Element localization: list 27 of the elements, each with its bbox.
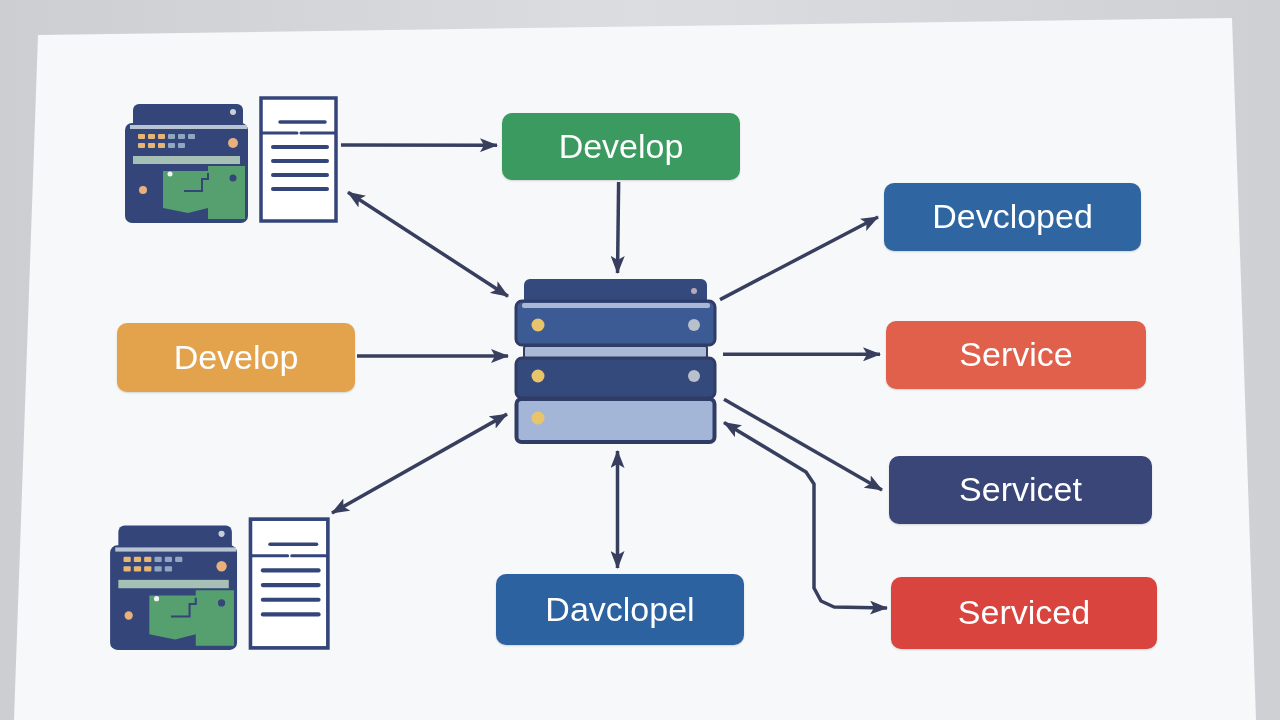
node-label: Develop	[173, 337, 299, 378]
rounded-box	[496, 574, 744, 645]
double-headed-arrow	[331, 412, 508, 515]
double-headed-arrow	[347, 190, 509, 298]
node-label: Service	[959, 335, 1073, 375]
rounded-box	[502, 113, 740, 180]
server-and-document-illustration	[107, 516, 332, 650]
rounded-box	[891, 577, 1157, 649]
arrow	[341, 138, 498, 153]
node-label: Davclopel	[545, 589, 695, 630]
arrow	[610, 181, 625, 274]
server-and-document-illustration	[122, 95, 340, 223]
node-label: Servicet	[959, 470, 1082, 510]
node-label: Devcloped	[932, 197, 1093, 237]
double-headed-arrow	[610, 450, 625, 569]
double-headed-arrow	[723, 420, 888, 615]
rounded-box	[884, 183, 1141, 251]
server-rack-illustration	[514, 278, 717, 444]
node-label: Serviced	[957, 593, 1091, 633]
rounded-box	[889, 456, 1152, 524]
rounded-box	[117, 323, 355, 392]
arrow	[723, 347, 881, 362]
rounded-box	[886, 321, 1146, 389]
arrow	[357, 349, 509, 364]
arrow	[719, 215, 879, 302]
node-label: Develop	[558, 126, 684, 167]
arrow	[723, 397, 883, 492]
